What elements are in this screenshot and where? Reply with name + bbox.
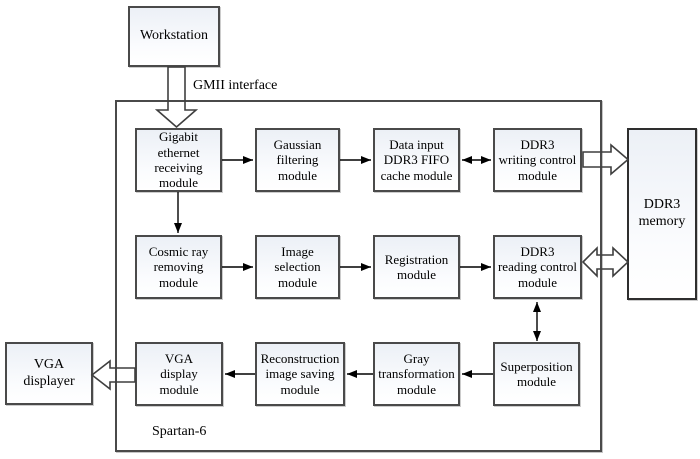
node-ddr3-memory: DDR3 memory — [627, 128, 697, 300]
node-superposition: Superposition module — [493, 342, 580, 406]
node-vga-display-module: VGA display module — [135, 342, 223, 406]
gmii-interface-label: GMII interface — [193, 78, 278, 93]
node-reconstruction-image-saving: Reconstruction image saving module — [255, 342, 345, 406]
node-gaussian-filtering: Gaussian filtering module — [255, 128, 340, 192]
node-image-selection: Image selection module — [255, 235, 340, 299]
spartan6-label: Spartan-6 — [152, 424, 207, 439]
node-vga-displayer: VGA displayer — [5, 342, 93, 405]
node-gigabit-ethernet-receiving: Gigabit ethernet receiving module — [135, 128, 222, 192]
node-data-input-ddr3-fifo-cache: Data input DDR3 FIFO cache module — [373, 128, 460, 192]
node-cosmic-ray-removing: Cosmic ray removing module — [135, 235, 222, 299]
node-registration: Registration module — [373, 235, 460, 299]
node-gray-transformation: Gray transformation module — [373, 342, 460, 406]
node-ddr3-reading-control: DDR3 reading control module — [493, 235, 582, 299]
node-ddr3-writing-control: DDR3 writing control module — [493, 128, 582, 192]
node-workstation: Workstation — [128, 6, 220, 67]
